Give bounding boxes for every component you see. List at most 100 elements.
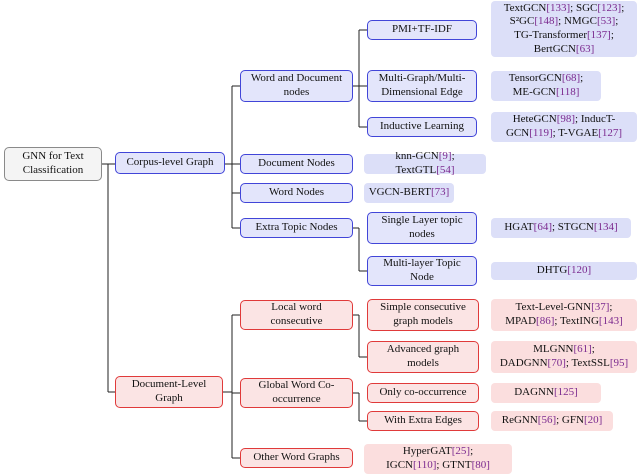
multi-layer-topic-node-node: Multi-layer Topic Node xyxy=(367,256,477,286)
citation-ref: [20] xyxy=(583,414,603,427)
leaf-text: TextGCN[133]; SGC[123];S²GC[148]; NMGC[5… xyxy=(504,2,625,57)
leaf-line: BertGCN[63] xyxy=(504,43,625,57)
method-name: DADGNN xyxy=(499,357,548,369)
method-name: IGCN xyxy=(386,459,413,471)
citation-ref: [37] xyxy=(591,301,610,314)
leaf-only-co-occurrence-methods: DAGNN[125] xyxy=(491,383,601,403)
citation-ref: [70] xyxy=(547,357,566,369)
leaf-simple-consecutive-methods: Text-Level-GNN[37];MPAD[86]; TextING[143… xyxy=(491,299,637,331)
leaf-pmi-tf-idf-methods: TextGCN[133]; SGC[123];S²GC[148]; NMGC[5… xyxy=(491,1,637,57)
extra-topic-nodes-node: Extra Topic Nodes xyxy=(240,218,353,238)
leaf-document-nodes-methods: knn-GCN[9]; TextGTL[54] xyxy=(364,150,486,176)
method-name: VGCN-BERT xyxy=(368,186,431,199)
method-name: ; xyxy=(470,445,474,458)
leaf-advanced-graph-methods: MLGNN[61];DADGNN[70]; TextSSL[95] xyxy=(491,341,637,373)
local-word-consecutive-node: Local word consecutive xyxy=(240,300,353,330)
citation-ref: [125] xyxy=(553,386,578,399)
method-name: DAGNN xyxy=(514,386,554,399)
citation-ref: [95] xyxy=(609,357,629,369)
leaf-line: ME-GCN[118] xyxy=(509,86,583,100)
citation-ref: [56] xyxy=(537,414,557,427)
method-name: ME-GCN xyxy=(512,86,556,98)
leaf-line: IGCN[110]; GTNT[80] xyxy=(386,459,490,473)
leaf-text: HeteGCN[98]; InducT-GCN[119]; T-VGAE[127… xyxy=(506,113,622,141)
method-name: HGAT xyxy=(504,221,534,234)
citation-ref: [133] xyxy=(546,1,571,14)
leaf-line: DADGNN[70]; TextSSL[95] xyxy=(500,357,628,371)
method-name: ; xyxy=(580,72,584,85)
leaf-inductive-learning-methods: HeteGCN[98]; InducT-GCN[119]; T-VGAE[127… xyxy=(491,112,637,142)
corpus-level-graph-node: Corpus-level Graph xyxy=(115,152,225,174)
leaf-line: TensorGCN[68]; xyxy=(509,72,583,86)
only-co-occurrence-node: Only co-occurrence xyxy=(367,383,479,403)
global-word-co-occurrence-node: Global Word Co-occurrence xyxy=(240,378,353,408)
leaf-line: TG-Transformer[137]; xyxy=(504,29,625,43)
method-name: ; TextSSL xyxy=(565,357,610,369)
single-layer-topic-nodes-node: Single Layer topic nodes xyxy=(367,212,477,244)
leaf-line: ReGNN[56]; GFN[20] xyxy=(502,414,603,428)
method-name: ; TextING xyxy=(554,315,599,327)
document-level-graph-node: Document-Level Graph xyxy=(115,376,223,408)
citation-ref: [9] xyxy=(438,150,452,163)
method-name: ; xyxy=(591,343,595,356)
leaf-line: knn-GCN[9]; TextGTL[54] xyxy=(368,150,482,178)
citation-ref: [63] xyxy=(575,42,595,55)
leaf-other-word-graphs-methods: HyperGAT[25];IGCN[110]; GTNT[80] xyxy=(364,444,512,474)
pmi-tf-idf-node: PMI+TF-IDF xyxy=(367,20,477,40)
method-name: MLGNN xyxy=(533,343,574,356)
leaf-line: GCN[119]; T-VGAE[127] xyxy=(506,127,622,141)
leaf-line: HyperGAT[25]; xyxy=(386,445,490,459)
leaf-line: HeteGCN[98]; InducT- xyxy=(506,113,622,127)
method-name: TextGCN xyxy=(503,1,547,14)
method-name: GCN xyxy=(505,127,530,139)
word-nodes-node: Word Nodes xyxy=(240,183,353,203)
citation-ref: [64] xyxy=(533,221,552,234)
multi-graph-edge-node: Multi-Graph/Multi-Dimensional Edge xyxy=(367,70,477,102)
citation-ref: [110] xyxy=(413,459,437,471)
citation-ref: [123] xyxy=(597,1,622,14)
method-name: knn-GCN xyxy=(395,150,439,163)
leaf-text: ReGNN[56]; GFN[20] xyxy=(502,414,603,428)
method-name: ; NMGC xyxy=(558,15,597,28)
simple-consecutive-graph-models-node: Simple consecutive graph models xyxy=(367,299,479,331)
leaf-word-nodes-methods: VGCN-BERT[73] xyxy=(364,183,454,203)
leaf-text: VGCN-BERT[73] xyxy=(369,186,450,200)
citation-ref: [120] xyxy=(567,264,592,277)
citation-ref: [53] xyxy=(596,15,616,28)
citation-ref: [127] xyxy=(598,127,622,139)
method-name: ; TextGTL xyxy=(395,150,455,176)
method-name: HeteGCN xyxy=(512,113,557,126)
root-node: GNN for Text Classification xyxy=(4,147,102,181)
leaf-text: DHTG[120] xyxy=(537,264,591,278)
citation-ref: [98] xyxy=(556,113,576,126)
method-name: ; xyxy=(610,29,614,41)
citation-ref: [54] xyxy=(436,164,455,176)
method-name: ; GTNT xyxy=(436,459,472,471)
leaf-single-layer-methods: HGAT[64]; STGCN[134] xyxy=(491,218,631,238)
method-name: TG-Transformer xyxy=(514,29,588,41)
method-name: ReGNN xyxy=(501,414,538,427)
other-word-graphs-node: Other Word Graphs xyxy=(240,448,353,468)
method-name: TensorGCN xyxy=(508,72,562,85)
leaf-line: HGAT[64]; STGCN[134] xyxy=(504,221,617,235)
method-name: ; GFN xyxy=(556,414,584,427)
citation-ref: [25] xyxy=(451,445,471,458)
leaf-text: DAGNN[125] xyxy=(514,386,578,400)
leaf-line: S²GC[148]; NMGC[53]; xyxy=(504,15,625,29)
citation-ref: [137] xyxy=(587,29,611,41)
leaf-text: TensorGCN[68];ME-GCN[118] xyxy=(509,72,583,100)
leaf-line: MLGNN[61]; xyxy=(500,343,628,357)
method-name: ; xyxy=(621,1,625,14)
method-name: ; InducT- xyxy=(575,113,616,126)
inductive-learning-node: Inductive Learning xyxy=(367,117,477,137)
method-name: ; xyxy=(615,15,619,28)
citation-ref: [134] xyxy=(593,221,618,234)
leaf-text: MLGNN[61];DADGNN[70]; TextSSL[95] xyxy=(500,343,628,371)
method-name: DHTG xyxy=(536,264,568,277)
citation-ref: [143] xyxy=(598,315,623,327)
citation-ref: [118] xyxy=(555,86,580,98)
leaf-line: TextGCN[133]; SGC[123]; xyxy=(504,2,625,16)
method-name: HyperGAT xyxy=(402,445,452,458)
method-name: MPAD xyxy=(505,315,537,327)
